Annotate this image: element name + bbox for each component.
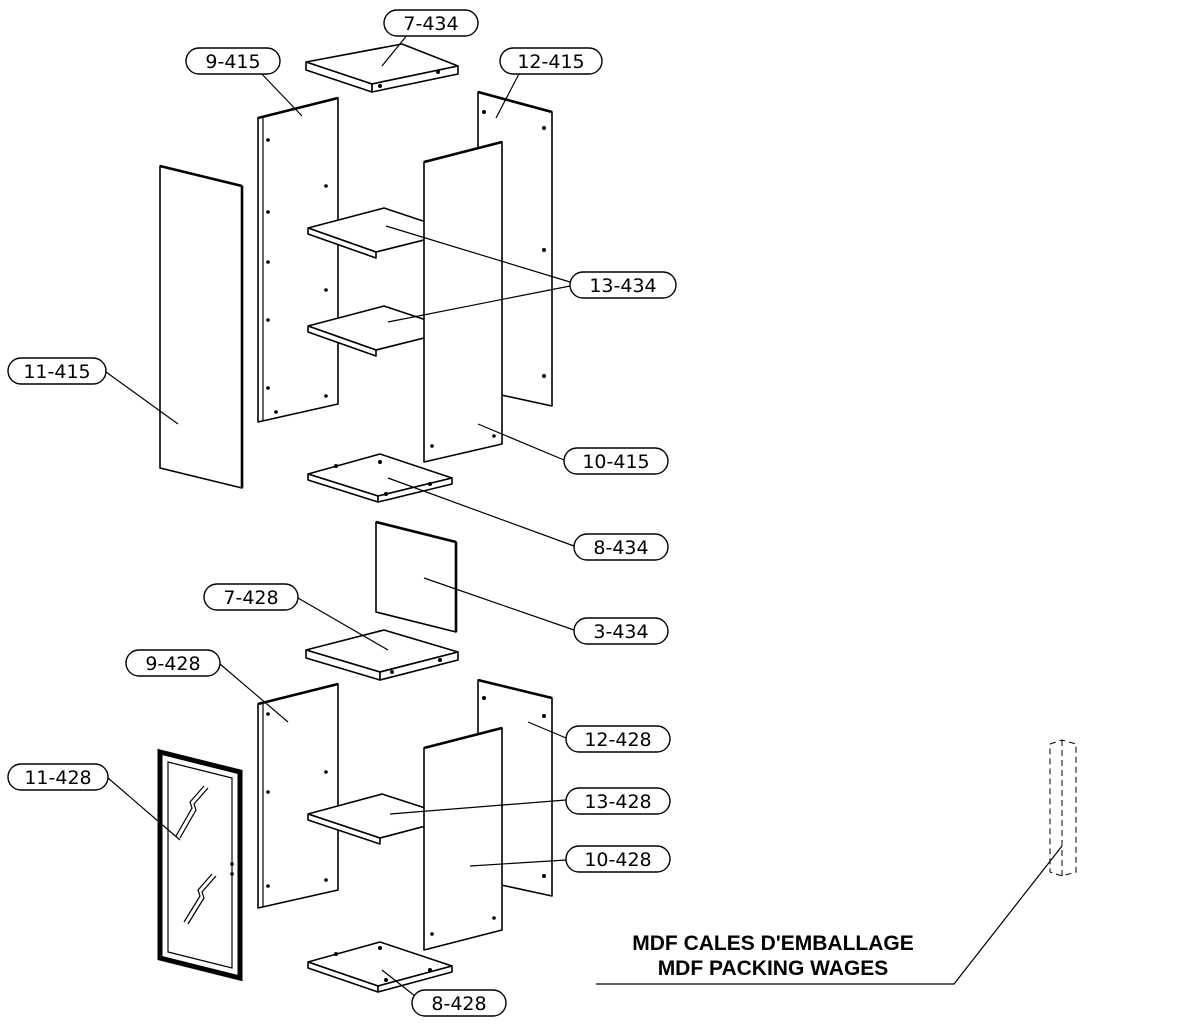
- callout-9-415: 9-415: [185, 47, 281, 75]
- note-line-french: MDF CALES D'EMBALLAGE: [632, 932, 913, 955]
- svg-text:9-415: 9-415: [205, 51, 260, 73]
- part-bottom-panel-lower: [307, 941, 453, 993]
- callout-13-428: 13-428: [565, 787, 671, 815]
- svg-text:12-415: 12-415: [517, 51, 584, 73]
- part-left-side-upper: [257, 96, 339, 423]
- callout-12-415: 12-415: [499, 47, 603, 75]
- callout-7-434: 7-434: [383, 9, 479, 37]
- svg-text:7-434: 7-434: [403, 13, 458, 35]
- svg-text:3-434: 3-434: [593, 621, 648, 643]
- packing-note: MDF CALES D'EMBALLAGE MDF PACKING WAGES: [632, 932, 913, 980]
- svg-text:8-434: 8-434: [593, 537, 648, 559]
- part-packing-wedge: [1049, 739, 1077, 877]
- callout-11-415: 11-415: [7, 357, 107, 385]
- svg-text:11-428: 11-428: [24, 767, 91, 789]
- svg-text:12-428: 12-428: [584, 729, 651, 751]
- part-right-side-lower: [423, 726, 503, 951]
- callout-9-428: 9-428: [125, 649, 221, 677]
- svg-text:9-428: 9-428: [145, 653, 200, 675]
- part-glass-door-lower: [157, 748, 243, 982]
- callout-10-415: 10-415: [563, 447, 669, 475]
- part-shelf-upper-2: [307, 305, 457, 357]
- part-left-side-lower: [257, 682, 339, 909]
- part-top-panel-upper: [305, 43, 459, 93]
- callout-3-434: 3-434: [573, 617, 669, 645]
- callout-13-434: 13-434: [569, 271, 677, 299]
- callout-8-428: 8-428: [411, 989, 507, 1017]
- callout-11-428: 11-428: [7, 763, 109, 791]
- svg-text:7-428: 7-428: [223, 587, 278, 609]
- svg-text:11-415: 11-415: [23, 361, 90, 383]
- part-top-panel-lower: [305, 629, 459, 681]
- part-filler-panel: [375, 520, 458, 633]
- callout-10-428: 10-428: [565, 845, 671, 873]
- note-line-english: MDF PACKING WAGES: [658, 957, 889, 980]
- svg-text:13-434: 13-434: [589, 275, 656, 297]
- svg-text:13-428: 13-428: [584, 791, 651, 813]
- callout-12-428: 12-428: [565, 725, 671, 753]
- part-shelf-lower: [307, 793, 457, 845]
- part-right-side-upper: [423, 140, 503, 463]
- svg-text:8-428: 8-428: [431, 993, 486, 1015]
- leader-lines: [105, 33, 1063, 1001]
- part-door-upper: [159, 164, 244, 489]
- callout-7-428: 7-428: [203, 583, 299, 611]
- svg-text:10-428: 10-428: [584, 849, 651, 871]
- callout-8-434: 8-434: [573, 533, 669, 561]
- part-shelf-upper-1: [307, 207, 457, 259]
- part-bottom-panel-upper: [307, 453, 453, 503]
- svg-text:10-415: 10-415: [582, 451, 649, 473]
